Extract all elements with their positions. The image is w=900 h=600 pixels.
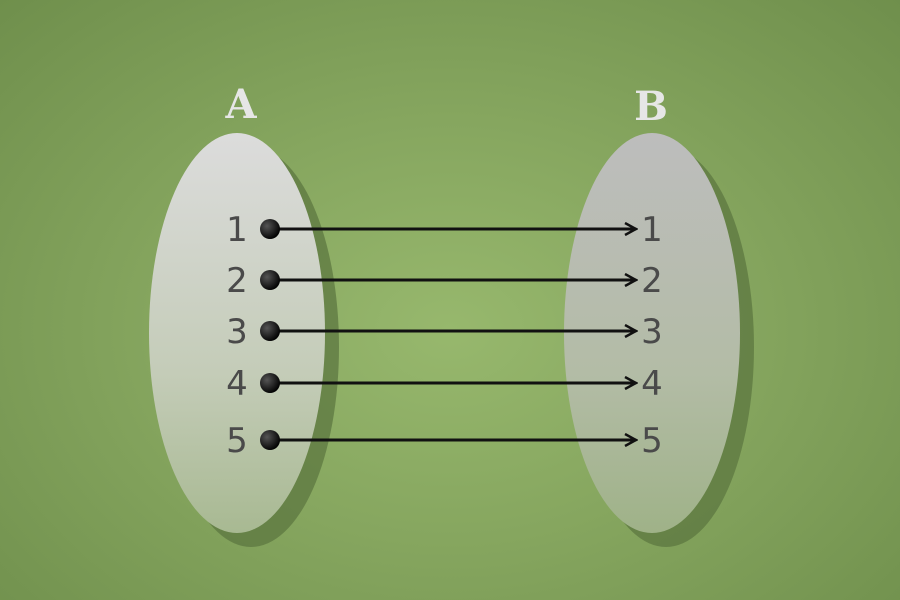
mapping-start-dot [260, 373, 280, 393]
mapping-start-dot [260, 430, 280, 450]
set-b-element: 2 [641, 261, 663, 301]
set-a-element: 5 [226, 421, 248, 461]
set-b-label: B [634, 83, 668, 130]
mapping-arrows [260, 219, 636, 450]
set-a-ellipse [149, 133, 325, 533]
set-b: B 1 2 3 4 5 [564, 83, 754, 547]
set-b-element: 5 [641, 421, 663, 461]
mapping-start-dot [260, 270, 280, 290]
set-a-element: 3 [226, 312, 248, 352]
set-a: A 1 2 3 4 5 [149, 81, 339, 547]
set-a-element: 2 [226, 261, 248, 301]
mapping-start-dot [260, 321, 280, 341]
set-b-ellipse [564, 133, 740, 533]
set-a-element: 1 [226, 210, 248, 250]
set-b-element: 1 [641, 210, 663, 250]
mapping-start-dot [260, 219, 280, 239]
set-a-element: 4 [226, 364, 248, 404]
set-b-element: 4 [641, 364, 663, 404]
set-a-label: A [224, 81, 257, 128]
set-b-element: 3 [641, 312, 663, 352]
